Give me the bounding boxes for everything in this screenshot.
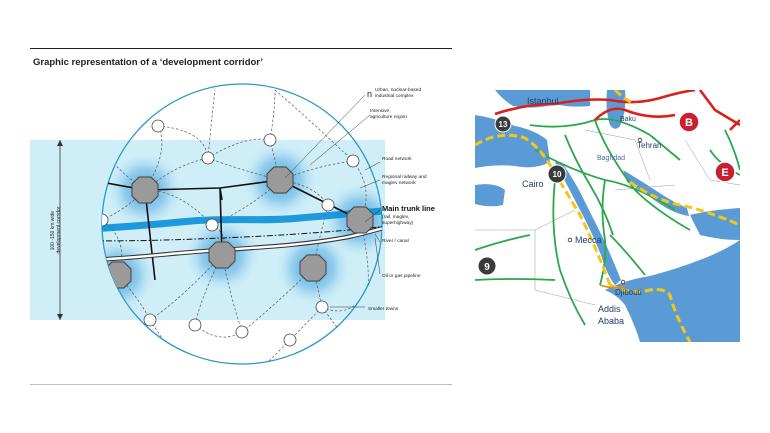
svg-text:9: 9 (484, 262, 490, 273)
city-tehran: Tehran (637, 141, 661, 150)
corridor-diagram: 100 -150 km wide development corridor (30, 83, 435, 365)
city-istanbul: Istanbul (527, 96, 559, 106)
corridor-map: Istanbul Baku Tehran Baghdad Cairo Mecca… (475, 90, 740, 342)
marker-13: 13 (494, 115, 512, 133)
label-trunk: Main trunk line (382, 204, 435, 213)
nuclear-hubs (104, 166, 374, 289)
town (315, 300, 329, 314)
city-dot (637, 137, 643, 143)
hub-octagon (208, 241, 236, 269)
city-baghdad: Baghdad (597, 155, 625, 162)
city-dot (620, 279, 626, 285)
svg-text:10: 10 (553, 170, 562, 179)
town (205, 218, 219, 232)
city-dot (567, 237, 573, 243)
label-trunk-sub: (rail, maglev, superhighway) (382, 214, 414, 226)
marker-e: E (714, 161, 736, 183)
country-borders (475, 129, 740, 306)
leader-lines (284, 94, 381, 308)
svg-text:E: E (721, 167, 728, 179)
top-rule (30, 48, 452, 49)
hub-octagon (299, 254, 327, 282)
river-canal (102, 202, 382, 237)
marker-9: 9 (477, 256, 497, 276)
hub-octagon (266, 166, 294, 194)
corridor-width-label: 100 -150 km wide development corridor (50, 206, 62, 253)
label-road: Road network (382, 156, 412, 162)
development-corridor (475, 90, 740, 342)
town (263, 133, 277, 147)
town (235, 325, 249, 339)
town (321, 198, 335, 212)
town (151, 119, 165, 133)
diagram-title: Graphic representation of a ‘development… (33, 57, 263, 68)
city-baku: Baku (620, 116, 636, 123)
city-addis-ababa: Addis Ababa (598, 304, 624, 326)
label-towns: Smaller towns (368, 306, 399, 312)
town (346, 154, 360, 168)
label-nuclear-symbol: n (367, 89, 372, 99)
map-route-orange (599, 284, 626, 289)
marker-b: B (678, 111, 700, 133)
marker-10: 10 (547, 164, 567, 184)
svg-text:13: 13 (499, 120, 508, 129)
city-cairo: Cairo (522, 179, 544, 189)
label-agriculture: Intensive agriculture region (370, 108, 407, 120)
town (283, 333, 297, 347)
city-mecca: Mecca (575, 235, 602, 245)
label-nuclear: Urban, nuclear-based industrial complex (375, 87, 422, 99)
city-dots (567, 137, 643, 285)
hub-octagon (131, 176, 159, 204)
bottom-rule (30, 384, 452, 385)
city-djibouti: Djibouti (615, 288, 642, 297)
town (102, 213, 109, 227)
label-railway: Regional railway and maglev network (382, 174, 428, 186)
hub-octagon (346, 206, 374, 234)
svg-text:B: B (685, 117, 693, 129)
town (143, 313, 157, 327)
town (188, 318, 202, 332)
label-river: River / canal (382, 238, 409, 244)
map-seas (475, 90, 740, 342)
town (201, 151, 215, 165)
label-pipeline: Oil or gas pipeline (382, 273, 421, 279)
trunk-lines (494, 90, 740, 131)
pipeline (102, 218, 382, 242)
